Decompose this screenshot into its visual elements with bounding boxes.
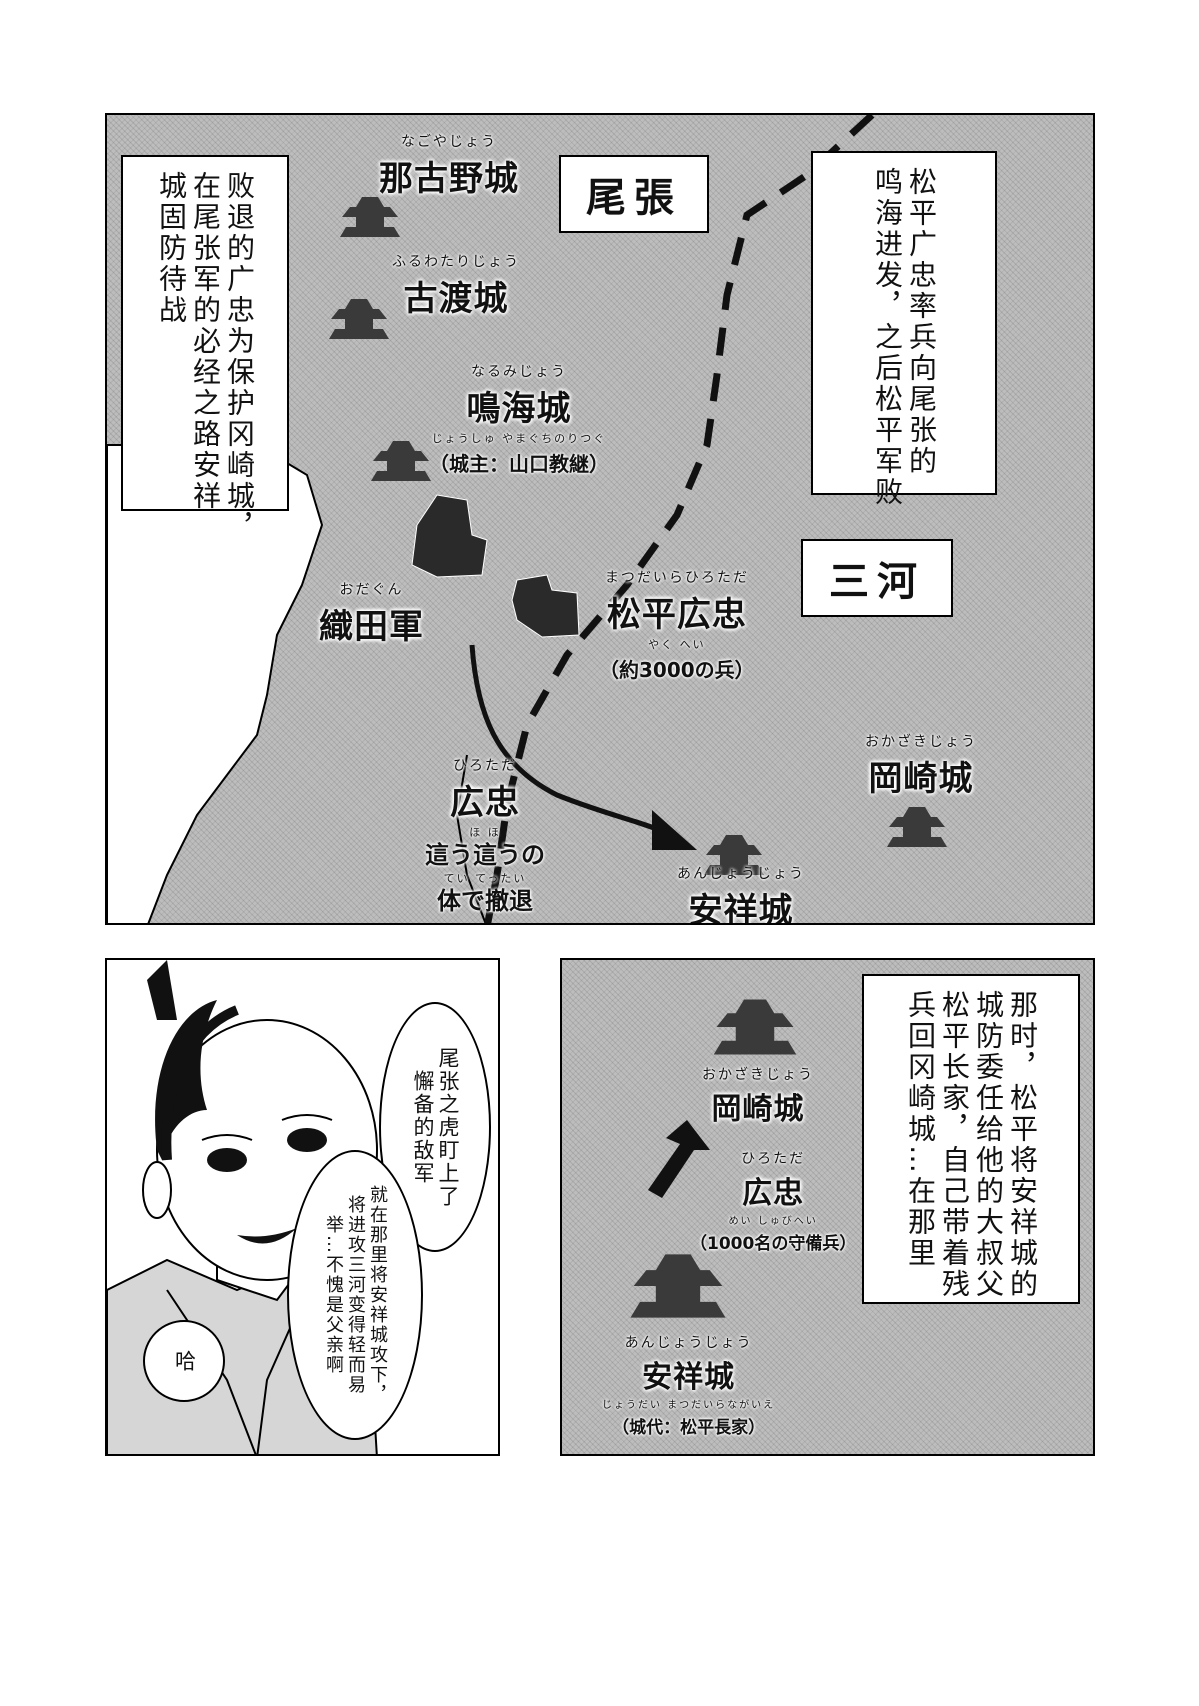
ruby: ひろただ [741, 1151, 806, 1167]
left-eye [207, 1148, 247, 1172]
castle-name: 岡崎城 [711, 1092, 805, 1127]
caption-left-line-3: 城固防待战 [155, 171, 188, 326]
label-nagoya-castle: なごやじょう 那古野城 [379, 131, 519, 200]
castle-icon-okazaki [887, 807, 947, 847]
label-hirotada-retreat: ひろただ 広忠 ほ ほ 這う這うの てい てったい 体で撤退 [425, 755, 545, 916]
coastline-area [107, 444, 324, 923]
castle-icon-anjo-2 [630, 1254, 726, 1318]
castle-lord: （城主：山口教継） [429, 452, 609, 476]
ruby: まつだいらひろただ [604, 570, 749, 586]
ruby: なるみじょう [471, 364, 567, 380]
speech-bubble-mid: 就在那里将安祥城攻下， 将进攻三河变得轻而易 举…不愧是父亲啊 [287, 1150, 423, 1440]
map-lines [107, 115, 875, 923]
speech-bubble-small: 哈 [143, 1320, 225, 1402]
sub-ruby: じょうだい まつだいらながいえ [602, 1400, 776, 1411]
castle-name: 安祥城 [642, 1360, 736, 1395]
ruby: ふるわたりじょう [392, 254, 520, 270]
caption-left-line-2: 在尾张军的必经之路安祥 [189, 171, 222, 512]
bottom-left-character-panel: 尾张之虎盯上了 懈备的敌军 就在那里将安祥城攻下， 将进攻三河变得轻而易 举…不… [105, 958, 500, 1456]
person-name: 広忠 [742, 1176, 805, 1211]
oda-army-units [411, 494, 488, 578]
ruby: ひろただ [453, 758, 517, 774]
caption-br-line-3: 松平长家，自己带着残 [938, 990, 971, 1300]
label-anjo-castle-2: あんじょうじょう 安祥城 じょうだい まつだいらながいえ （城代：松平長家） [602, 1332, 775, 1438]
retreat-arrow-head [652, 810, 697, 850]
sub-ruby: やく へい [648, 638, 706, 651]
right-eye [287, 1128, 327, 1152]
mouth [237, 1228, 297, 1244]
person-name: 広忠 [450, 783, 520, 823]
army-size: （約3000の兵） [599, 658, 755, 682]
province-owari: 尾張 [559, 155, 709, 233]
bubble-mid-line-2: 将进攻三河变得轻而易 [345, 1195, 366, 1395]
caption-br-line-2: 城防委任给他的大叔父 [972, 990, 1005, 1300]
sub-ruby: めい しゅびへい [728, 1216, 818, 1227]
castle-icon-furuwatari [329, 299, 389, 339]
retreat-note-2: 体で撤退 [437, 887, 533, 915]
ruby: なごやじょう [401, 134, 497, 150]
label-anjo-castle: あんじょうじょう 安祥城 [677, 863, 805, 925]
bubble-top-line-2: 懈备的敌军 [411, 1069, 435, 1185]
label-okazaki-castle: おかざきじょう 岡崎城 [865, 731, 977, 800]
bubble-top-line-1: 尾张之虎盯上了 [436, 1046, 460, 1208]
sub-ruby-1: ほ ほ [469, 826, 501, 839]
bubble-small-text: 哈 [172, 1349, 197, 1373]
bottom-right-map-panel: 那时，松平将安祥城的 城防委任给他的大叔父 松平长家，自己带着残 兵回冈崎城…在… [560, 958, 1095, 1456]
caption-left: 败退的广忠为保护冈崎城， 在尾张军的必经之路安祥 城固防待战 [121, 155, 289, 543]
topknot [147, 960, 177, 1020]
castle-name: 岡崎城 [868, 759, 974, 799]
label-oda-army: おだぐん 織田軍 [319, 579, 424, 648]
label-hirotada-garrison: ひろただ 広忠 めい しゅびへい （1000名の守備兵） [690, 1148, 856, 1254]
caption-br-line-4: 兵回冈崎城…在那里 [904, 990, 937, 1269]
caption-right: 松平广忠率兵向尾张的 鸣海进发，之后松平军败 [811, 151, 997, 508]
label-narumi-castle: なるみじょう 鳴海城 じょうしゅ やまぐちのりつぐ （城主：山口教継） [429, 361, 609, 477]
dashed-route [484, 115, 875, 923]
label-furuwatari-castle: ふるわたりじょう 古渡城 [392, 251, 520, 320]
caption-right-line-1: 松平广忠率兵向尾张的 [905, 167, 938, 477]
bubble-mid-line-1: 就在那里将安祥城攻下， [367, 1185, 388, 1405]
retreat-arrow-line [469, 644, 673, 838]
caption-left-line-1: 败退的广忠为保护冈崎城， [223, 171, 256, 543]
garrison-size: （1000名の守備兵） [690, 1234, 857, 1254]
army-name: 松平広忠 [606, 595, 747, 635]
ruby: あんじょうじょう [624, 1335, 753, 1351]
advance-arrow [648, 1120, 710, 1198]
ruby: おかざきじょう [702, 1067, 814, 1083]
top-map-panel: 败退的广忠为保护冈崎城， 在尾张军的必经之路安祥 城固防待战 松平广忠率兵向尾张… [105, 113, 1095, 925]
ruby: あんじょうじょう [677, 866, 805, 882]
bubble-mid-line-3: 举…不愧是父亲啊 [323, 1215, 344, 1375]
label-okazaki-castle-2: おかざきじょう 岡崎城 [702, 1064, 814, 1128]
castle-name: 安祥城 [688, 891, 794, 925]
castle-icon-anjo [704, 835, 764, 875]
castle-name: 那古野城 [379, 159, 519, 199]
army-name: 織田軍 [319, 607, 424, 647]
river-line [455, 754, 487, 923]
sub-ruby-2: てい てったい [443, 872, 527, 885]
label-matsudaira-hirotada: まつだいらひろただ 松平広忠 やく へい （約3000の兵） [599, 567, 755, 683]
province-mikawa: 三河 [801, 539, 953, 617]
matsudaira-army-units [511, 574, 580, 638]
ruby: おかざきじょう [865, 734, 977, 750]
caption-bottom-right: 那时，松平将安祥城的 城防委任给他的大叔父 松平长家，自己带着残 兵回冈崎城…在… [862, 974, 1080, 1304]
castle-icon-nagoya [340, 197, 400, 237]
castle-name: 古渡城 [403, 279, 509, 319]
castle-icon-okazaki-2 [713, 999, 797, 1055]
castle-icon-narumi [371, 441, 431, 481]
caption-right-line-2: 鸣海进发，之后松平军败 [871, 167, 904, 508]
caption-br-line-1: 那时，松平将安祥城的 [1006, 990, 1039, 1300]
retreat-note-1: 這う這うの [425, 841, 545, 869]
ruby: おだぐん [339, 582, 404, 598]
castle-keeper: （城代：松平長家） [612, 1418, 766, 1438]
sub-ruby: じょうしゅ やまぐちのりつぐ [431, 432, 607, 445]
castle-name: 鳴海城 [466, 389, 572, 429]
